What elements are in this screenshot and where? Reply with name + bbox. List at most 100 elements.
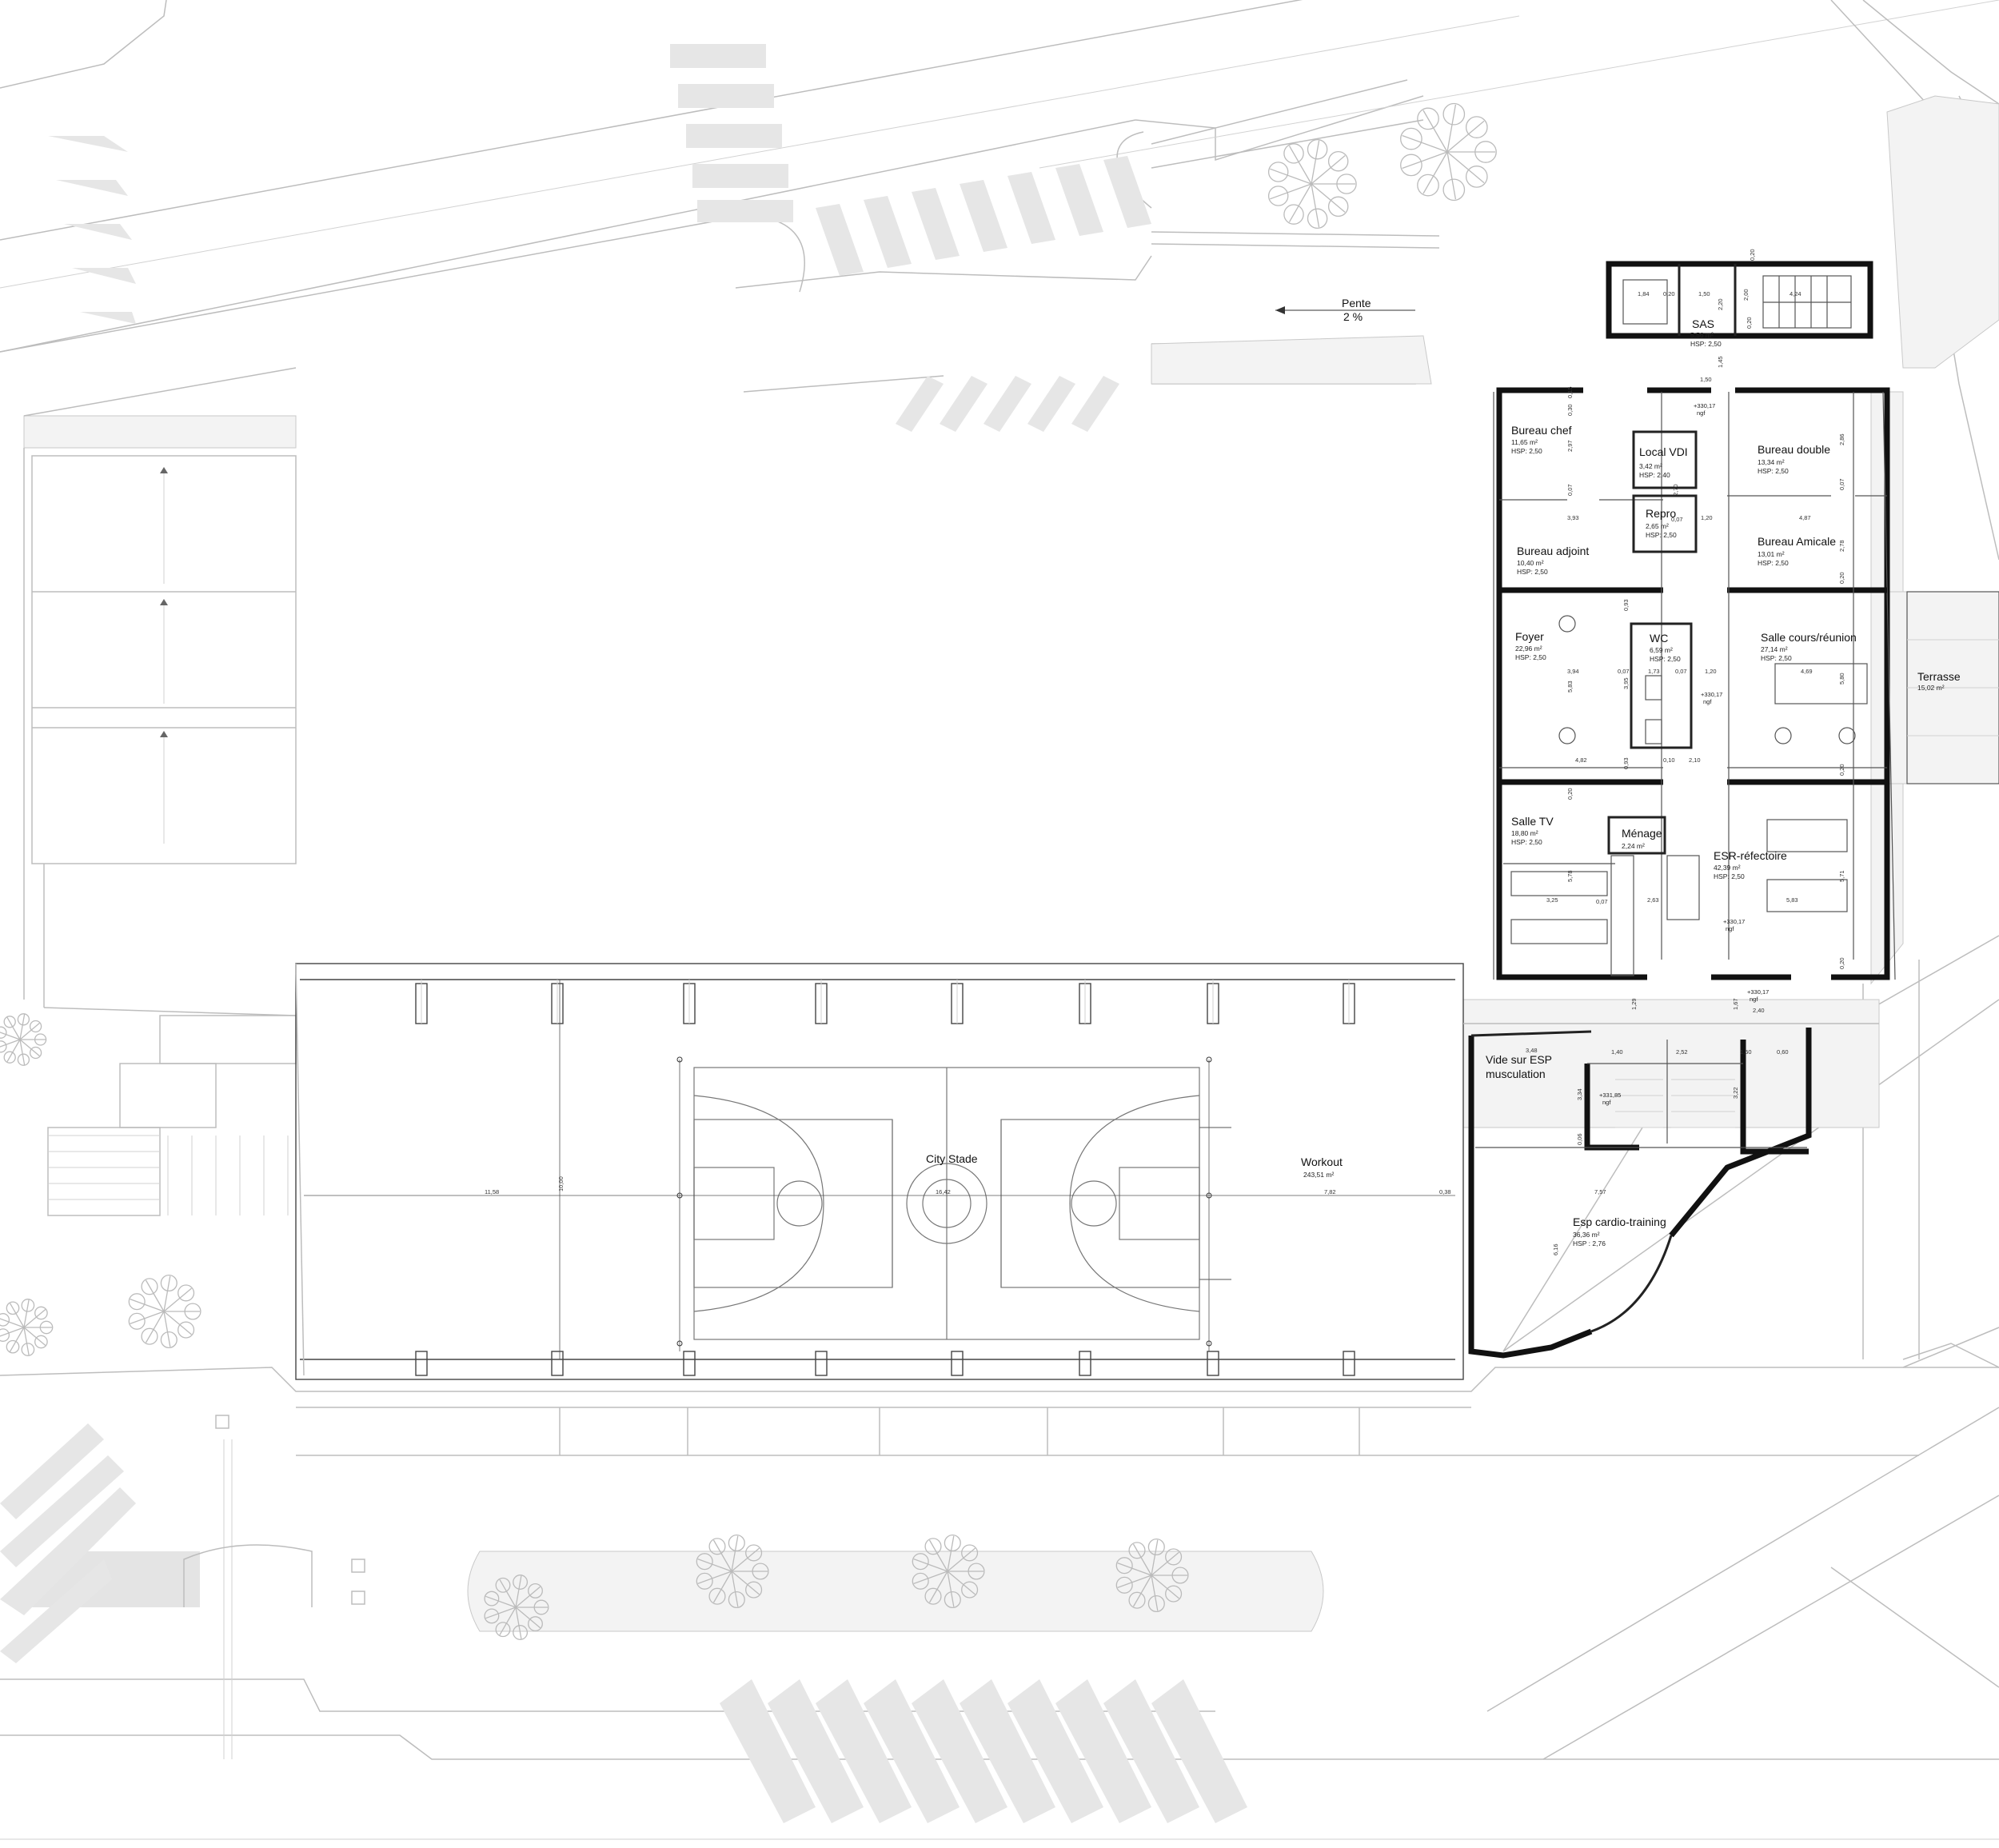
- dim: 1,67: [1732, 998, 1739, 1010]
- pillar: [815, 1351, 828, 1376]
- room-area: 243,51 m²: [1303, 1171, 1334, 1179]
- room-hsp: HSP: 2,50: [1758, 559, 1789, 567]
- room-area: 22,96 m²: [1515, 645, 1542, 653]
- pillar: [951, 1351, 964, 1376]
- room-hsp: HSP: 2,50: [1515, 653, 1546, 661]
- dim: 1,50: [1700, 376, 1712, 383]
- level-mark: +330,17: [1747, 988, 1769, 996]
- dim: 0,20: [1838, 957, 1845, 969]
- pillar: [1079, 1351, 1091, 1376]
- pillar: [551, 1351, 564, 1376]
- dim: 0,93: [1622, 599, 1630, 611]
- tree-icon: [128, 1274, 201, 1349]
- room-name: SAS: [1692, 317, 1714, 330]
- room-name: Bureau adjoint: [1517, 545, 1589, 557]
- room-name: Terrasse: [1917, 670, 1961, 683]
- dim: 3,34: [1576, 1088, 1583, 1100]
- dim: 0,07: [1838, 478, 1845, 490]
- dim: 1,84: [1638, 290, 1650, 297]
- room-area: 36,36 m²: [1573, 1231, 1600, 1239]
- room-name: Workout: [1301, 1155, 1343, 1168]
- dim: 0,30: [1566, 404, 1574, 416]
- dim: 1,50: [1698, 290, 1710, 297]
- room-name: Bureau Amicale: [1758, 535, 1836, 548]
- pillar: [683, 1351, 696, 1376]
- room-name: Ménage: [1622, 827, 1662, 840]
- room-area: 13,01 m²: [1758, 550, 1785, 558]
- dim: 7,82: [1324, 1188, 1336, 1195]
- room-area: 2,65 m²: [1646, 522, 1669, 530]
- dim: 2,00: [1742, 289, 1750, 301]
- room-name: City Stade: [926, 1152, 978, 1165]
- dim: 2,70: [1672, 484, 1679, 496]
- room-name: WC: [1650, 632, 1668, 645]
- dim: 1,29: [1630, 998, 1638, 1010]
- crosswalks: [0, 44, 1247, 1823]
- level-mark: +330,17: [1694, 402, 1715, 409]
- room-hsp: HSP: 2,50: [1714, 872, 1745, 880]
- room-name: Vide sur ESP: [1486, 1053, 1552, 1066]
- room-hsp: HSP: 2,50: [1690, 340, 1722, 348]
- dim: 5,78: [1566, 870, 1574, 882]
- room-area: 6,59 m²: [1650, 646, 1673, 654]
- dim: 3,48: [1526, 1047, 1538, 1054]
- room-name: Bureau double: [1758, 443, 1830, 456]
- dim: 4,69: [1801, 668, 1813, 675]
- room-area: 3,42 m²: [1639, 462, 1662, 470]
- slope-indicator: [1275, 306, 1415, 314]
- dim: 0,07: [1618, 668, 1630, 675]
- dim: 5,71: [1838, 870, 1845, 882]
- room-name: Bureau chef: [1511, 424, 1572, 437]
- level-mark: +331,85: [1599, 1092, 1621, 1099]
- dim: 0,20: [1838, 572, 1845, 584]
- room-area: 18,80 m²: [1511, 829, 1538, 837]
- trees: [0, 102, 1497, 1640]
- room-area: 15,02 m²: [1917, 684, 1945, 692]
- level-ngf: ngf: [1602, 1099, 1611, 1106]
- labels: Pente 2 % SAS 5,56 m² HSP: 2,50 Bureau c…: [485, 249, 1961, 1255]
- room-hsp: HSP: 2,50: [1517, 568, 1548, 576]
- level-mark: +330,17: [1701, 691, 1722, 698]
- dim: 11,58: [485, 1188, 499, 1195]
- room-name: Repro: [1646, 507, 1676, 520]
- room-area: 42,39 m²: [1714, 864, 1741, 872]
- tree-icon: [0, 1013, 47, 1066]
- dim: 0,07: [1596, 898, 1608, 905]
- dim: 1,20: [1701, 514, 1713, 521]
- room-hsp: HSP: 2,50: [1761, 654, 1792, 662]
- level-ngf: ngf: [1703, 698, 1712, 705]
- room-name: Esp cardio-training: [1573, 1215, 1666, 1228]
- tree-icon: [696, 1534, 769, 1609]
- building: [1463, 261, 1999, 1359]
- room-hsp: HSP: 2,50: [1511, 838, 1542, 846]
- room-area: 10,40 m²: [1517, 559, 1544, 567]
- dim: 3,93: [1567, 514, 1579, 521]
- dim: 0,20: [1663, 290, 1675, 297]
- tree-icon: [1115, 1538, 1189, 1613]
- tree-icon: [1400, 102, 1497, 202]
- dim: 2,52: [1676, 1048, 1688, 1056]
- dim: 0,38: [1439, 1188, 1451, 1195]
- dim: 16,42: [936, 1188, 951, 1195]
- dim: 4,87: [1799, 514, 1811, 521]
- level-ngf: ngf: [1750, 996, 1758, 1003]
- room-area: 27,14 m²: [1761, 645, 1788, 653]
- level-ngf: ngf: [1726, 925, 1734, 932]
- dim: 2,86: [1838, 433, 1845, 445]
- dim: 1,73: [1648, 668, 1660, 675]
- level-mark: +330,17: [1723, 918, 1745, 925]
- dim: 0,93: [1622, 757, 1630, 769]
- dim: 2,20: [1717, 298, 1724, 310]
- room-hsp: HSP: 2,50: [1511, 447, 1542, 455]
- dim: 3,95: [1622, 677, 1630, 689]
- room-area: 11,65 m²: [1511, 438, 1538, 446]
- room-area: 13,34 m²: [1758, 458, 1785, 466]
- sports-hall: [295, 963, 1464, 1380]
- room-name-2: musculation: [1486, 1068, 1546, 1080]
- room-area: 2,24 m²: [1622, 842, 1645, 850]
- room-area: 5,56 m²: [1690, 331, 1714, 339]
- tree-icon: [1267, 138, 1357, 230]
- room-name: ESR-réfectoire: [1714, 849, 1787, 862]
- dim: 0,06: [1576, 1133, 1583, 1145]
- dim: 0,15: [1566, 386, 1574, 398]
